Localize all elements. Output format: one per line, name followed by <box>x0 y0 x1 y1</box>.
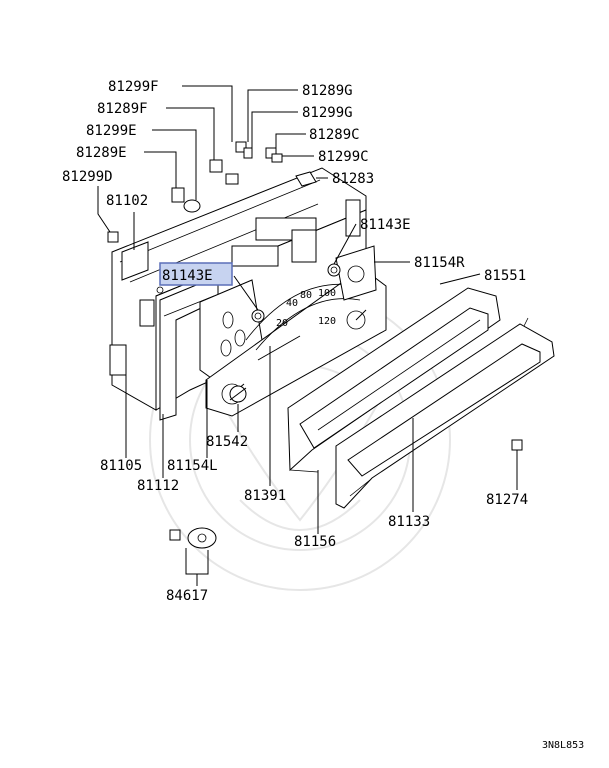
lens-81156 <box>287 287 501 473</box>
leader-lines <box>97 85 518 586</box>
label-81283: 81283 <box>332 171 374 187</box>
label-81289E: 81289E <box>76 145 127 161</box>
label-81289F: 81289F <box>97 101 148 117</box>
label-81299G: 81299G <box>302 105 353 121</box>
socket-81289F <box>209 159 223 173</box>
label-81299E: 81299E <box>86 123 137 139</box>
label-81274: 81274 <box>486 492 528 508</box>
svg-text:100: 100 <box>318 288 336 299</box>
label-81289G: 81289G <box>302 83 353 99</box>
screw-81299D <box>107 231 119 243</box>
label-81154L: 81154L <box>167 458 218 474</box>
socket-81289C <box>265 147 277 159</box>
label-81102: 81102 <box>106 193 148 209</box>
part-labels: 81299F 81289G 81289F 81299G 81299E 81289… <box>62 79 584 751</box>
label-81133: 81133 <box>388 514 430 530</box>
bulb-81299C <box>271 153 283 163</box>
label-81105: 81105 <box>100 458 142 474</box>
label-84617: 84617 <box>166 588 208 604</box>
bulb-81299G <box>243 147 253 159</box>
svg-text:120: 120 <box>318 316 336 327</box>
label-81156: 81156 <box>294 534 336 550</box>
label-81299C: 81299C <box>318 149 369 165</box>
svg-text:80: 80 <box>300 290 312 301</box>
svg-text:40: 40 <box>286 298 298 309</box>
label-81143E-right: 81143E <box>360 217 411 233</box>
label-81154R: 81154R <box>414 255 465 271</box>
label-81112: 81112 <box>137 478 179 494</box>
diagram-code: 3N8L853 <box>542 740 584 751</box>
label-81299F: 81299F <box>108 79 159 95</box>
label-81289C: 81289C <box>309 127 360 143</box>
socket-81289E <box>171 187 185 203</box>
clip-81283 <box>295 171 317 187</box>
socket-81289G <box>235 141 247 153</box>
bezel-81133 <box>335 317 555 509</box>
bulb-81143E-b <box>327 263 341 277</box>
label-81391: 81391 <box>244 488 286 504</box>
svg-text:20: 20 <box>276 318 288 329</box>
bulb-81299F <box>225 173 239 185</box>
label-81542: 81542 <box>206 434 248 450</box>
bulb-81299E <box>183 199 201 213</box>
gauge-81154R <box>335 245 377 301</box>
label-81143E-highlight: 81143E <box>162 268 213 284</box>
label-81551: 81551 <box>484 268 526 284</box>
highlight-box-81143E <box>159 262 233 286</box>
bulb-81143E-a <box>251 309 265 323</box>
gauge-81542 <box>229 385 247 403</box>
label-81299D: 81299D <box>62 169 113 185</box>
screw-81274 <box>511 439 523 458</box>
sensor-84617 <box>169 527 217 549</box>
